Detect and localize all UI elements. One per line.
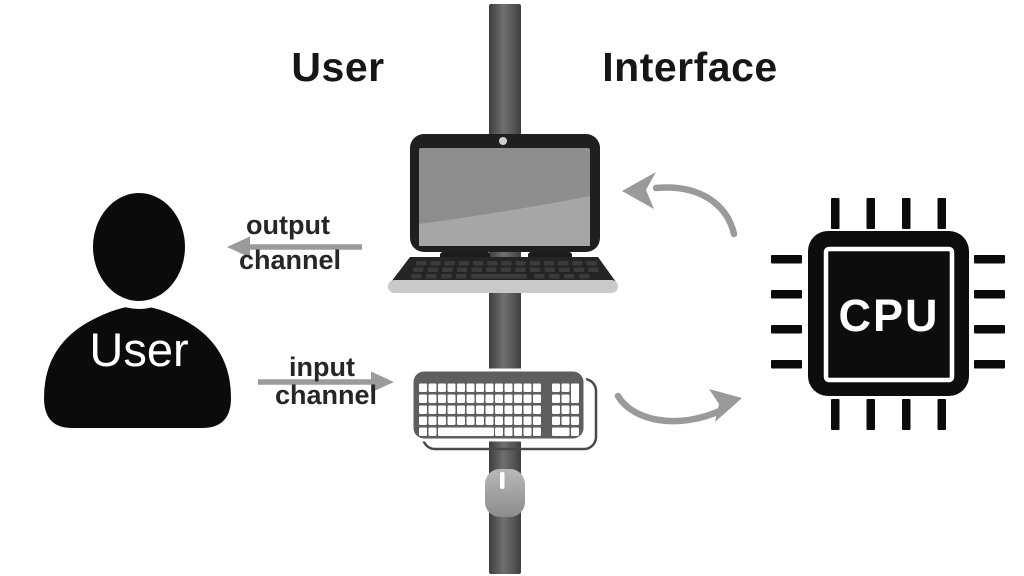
- output-channel-arrow: [227, 236, 362, 258]
- laptop-icon: [388, 134, 618, 293]
- input-channel-arrow: [258, 371, 394, 393]
- mouse-scroll-slit: [500, 472, 505, 489]
- laptop-webcam: [499, 137, 507, 145]
- output-channel-label-line1: output: [246, 210, 330, 240]
- keyboard-keys: [419, 383, 579, 436]
- input-channel-label-line2: channel: [274, 380, 378, 410]
- cpu-body: [808, 231, 969, 396]
- cpu-inner-border: [823, 246, 955, 383]
- laptop-base-keys: [411, 261, 599, 279]
- cpu-chip-icon: [771, 198, 1005, 430]
- user-head: [85, 185, 193, 309]
- laptop-screen-glare: [419, 196, 590, 246]
- input-channel-label-line1: input: [289, 352, 355, 382]
- laptop-base-edge: [388, 280, 618, 293]
- mouse-icon: [485, 469, 525, 517]
- user-silhouette-icon: [44, 185, 231, 428]
- cpu-pins-left: [771, 255, 802, 369]
- cpu-node-label: CPU: [838, 290, 940, 341]
- cpu-pins-top: [831, 198, 946, 229]
- user-node-label: User: [89, 323, 189, 376]
- cpu-pins-bottom: [831, 399, 946, 430]
- cpu-pins-right: [974, 255, 1005, 369]
- user-body: [44, 306, 231, 428]
- title-interface: Interface: [602, 44, 778, 90]
- mouse-body: [485, 469, 525, 517]
- output-channel-label-line2: channel: [238, 245, 342, 275]
- cpu-to-laptop-arrow: [622, 172, 738, 238]
- keyboard-icon: [410, 368, 598, 451]
- title-user: User: [291, 44, 385, 90]
- keyboard-to-cpu-arrow: [614, 389, 742, 425]
